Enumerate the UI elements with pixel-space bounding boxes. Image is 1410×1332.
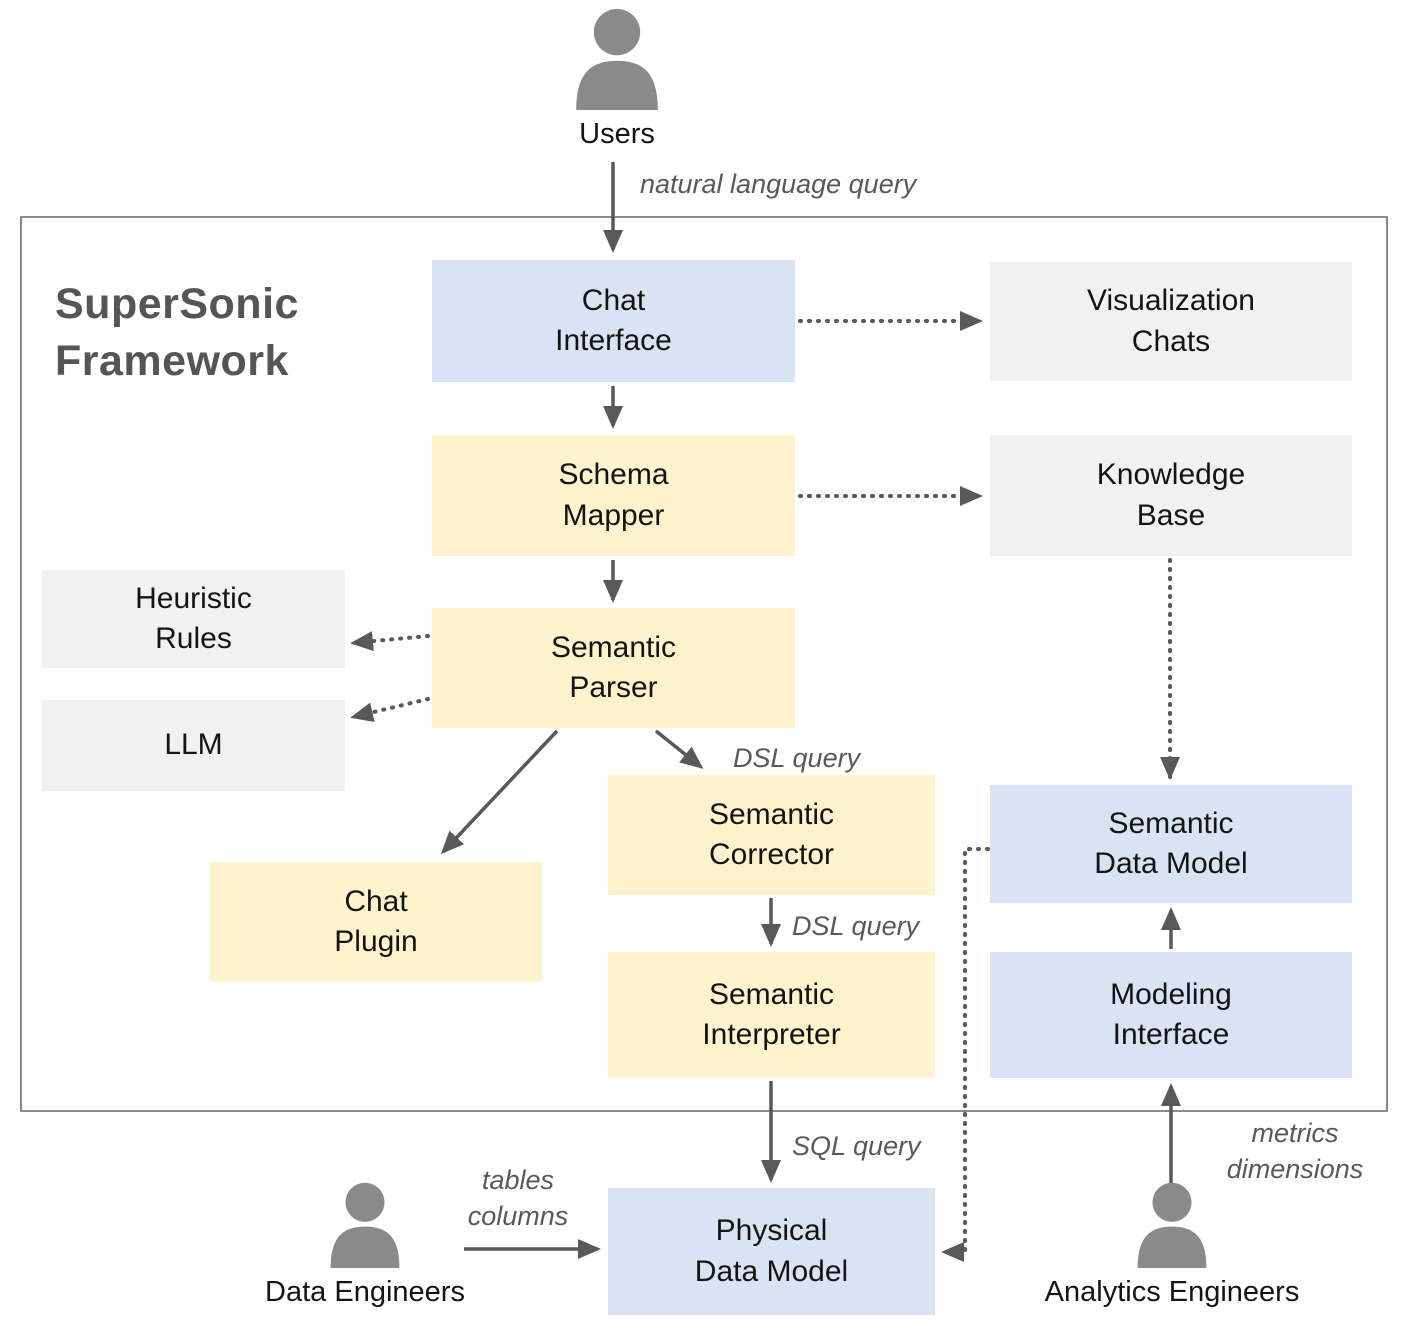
actor-data-engineers-label: Data Engineers [265, 1276, 465, 1308]
node-heuristic-rules: Heuristic Rules [42, 570, 345, 668]
actor-analytics-engineers: Analytics Engineers [1032, 1182, 1312, 1309]
actor-data-engineers: Data Engineers [255, 1182, 475, 1309]
node-visualization-chats: Visualization Chats [990, 262, 1352, 381]
edge-label-dsl-query-1: DSL query [733, 743, 861, 773]
actor-users: Users [557, 8, 677, 151]
node-semantic-interpreter: Semantic Interpreter [608, 952, 935, 1078]
node-llm: LLM [42, 700, 345, 791]
analytics-engineers-icon [1137, 1182, 1207, 1268]
edge-label-dsl-query-2: DSL query [792, 911, 920, 941]
edge-label-metrics-dimensions: metrics dimensions [1226, 1118, 1364, 1185]
actor-analytics-engineers-label: Analytics Engineers [1044, 1276, 1300, 1308]
node-modeling-interface: Modeling Interface [990, 952, 1352, 1078]
actor-users-label: Users [579, 118, 655, 150]
users-icon [576, 8, 658, 110]
edge-label-tables-columns: tables columns [467, 1165, 569, 1232]
edge-label-natural-language-query: natural language query [640, 169, 917, 199]
edge-label-sql-query: SQL query [792, 1131, 921, 1161]
data-engineers-icon [330, 1182, 400, 1268]
node-physical-data-model: Physical Data Model [608, 1188, 935, 1315]
node-knowledge-base: Knowledge Base [990, 435, 1352, 556]
node-semantic-parser: Semantic Parser [432, 608, 795, 728]
node-chat-plugin: Chat Plugin [210, 862, 542, 982]
node-semantic-data-model: Semantic Data Model [990, 785, 1352, 903]
node-chat-interface: Chat Interface [432, 260, 795, 382]
node-schema-mapper: Schema Mapper [432, 435, 795, 556]
node-semantic-corrector: Semantic Corrector [608, 775, 935, 895]
framework-title: SuperSonic Framework [55, 280, 299, 385]
